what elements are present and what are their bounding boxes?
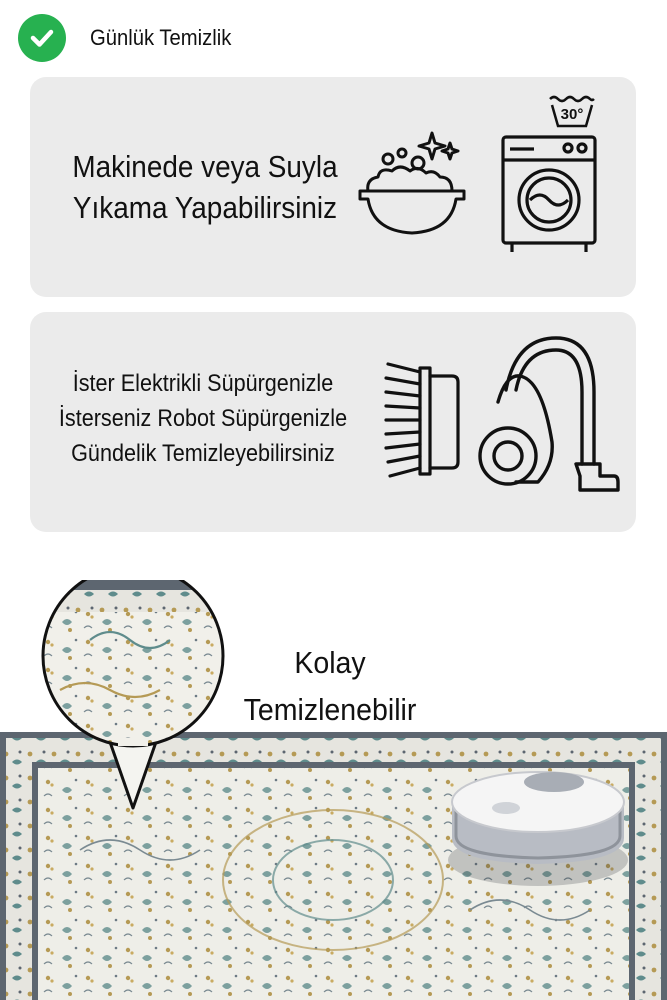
washing-line-2: Yıkama Yapabilirsiniz (72, 189, 338, 225)
washing-text: Makinede veya Suyla Yıkama Yapabilirsini… (57, 147, 354, 229)
washing-machine-icon (501, 135, 597, 252)
temperature-label: 30° (560, 106, 584, 123)
header-title: Günlük Temizlik (90, 25, 232, 50)
vacuum-text: İster Elektrikli Süpürgenizle İsterseniz… (55, 367, 352, 471)
washing-card: Makinede veya Suyla Yıkama Yapabilirsini… (30, 77, 636, 297)
header: Günlük Temizlik (18, 14, 244, 62)
robot-vacuum (448, 771, 628, 886)
rug-scene (0, 580, 667, 1000)
callout-line-1: Kolay (294, 645, 366, 680)
vacuum-line-2: İsterseniz Robot Süpürgenizle (58, 404, 348, 432)
washing-line-1: Makinede veya Suyla (72, 149, 338, 184)
vacuum-line-1: İster Elektrikli Süpürgenizle (72, 370, 334, 397)
callout-line-2: Temizlenebilir (243, 691, 417, 727)
callout-title: Kolay Temizlenebilir (210, 640, 449, 733)
vacuum-cleaner-icon (478, 336, 620, 492)
temperature-badge: 30° (548, 95, 596, 129)
vacuum-card: İster Elektrikli Süpürgenizle İsterseniz… (30, 312, 636, 532)
brush-icon (384, 362, 460, 478)
magnifier-callout (41, 580, 225, 810)
wash-basin-icon (358, 131, 466, 235)
vacuum-line-3: Gündelik Temizleyebilirsiniz (71, 439, 335, 467)
check-circle-icon (18, 14, 66, 62)
